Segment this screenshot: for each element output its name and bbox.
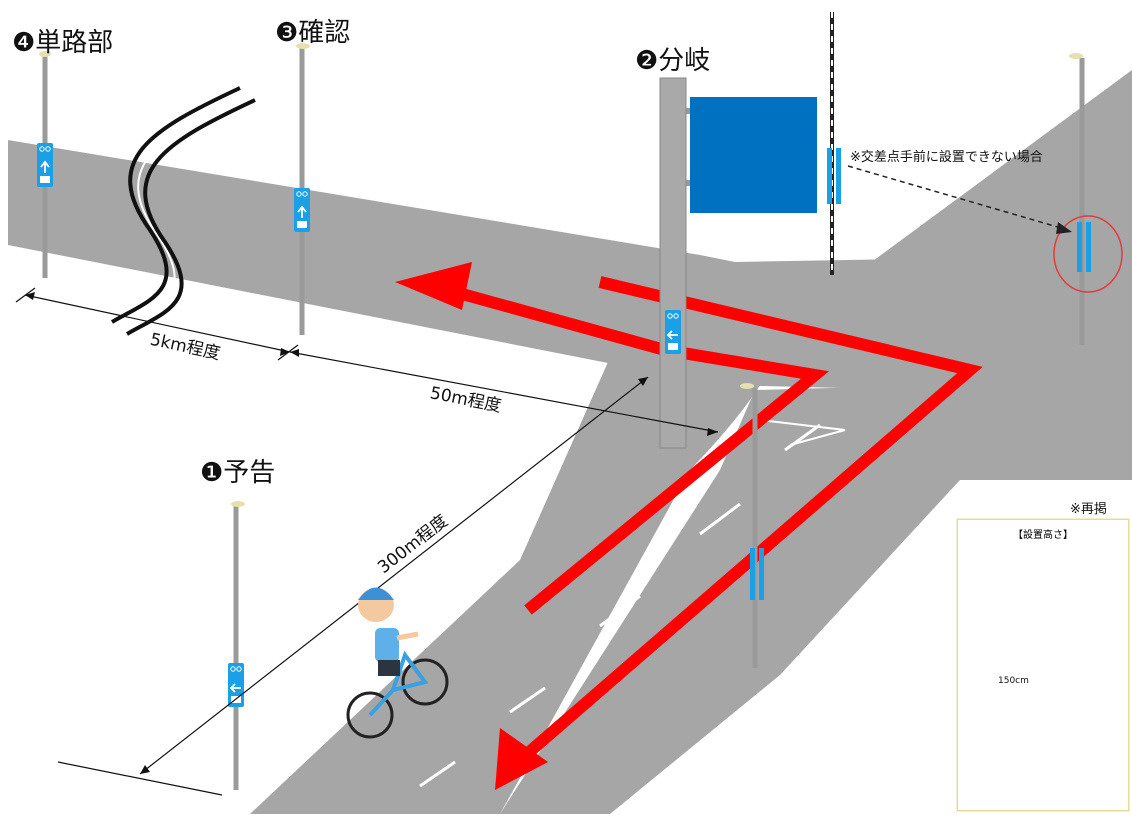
- route-arrow-1: [453, 286, 830, 615]
- sign-side-views: [750, 148, 1091, 600]
- arrow-head-down: [495, 728, 548, 790]
- overhead-sign-assembly: [659, 77, 817, 449]
- alt-pointer-head: [1056, 222, 1072, 234]
- pole-lamps: [39, 43, 1083, 507]
- inset-height-label: 150cm: [998, 676, 1029, 686]
- sign-section-3: [293, 187, 311, 233]
- alt-pointer: [847, 165, 1069, 231]
- inset-frame: 【設置高さ】: [957, 519, 1129, 811]
- label-section-4: ❹単路部: [12, 28, 114, 58]
- inset-title: 【設置高さ】: [1013, 530, 1073, 541]
- distance-break-icon: [110, 86, 256, 336]
- arrow-head-left: [395, 262, 472, 310]
- route-arrows: [453, 276, 983, 765]
- dimension-arrowheads: [25, 292, 718, 774]
- highlight-circle: [1053, 215, 1123, 293]
- label-alt-note: ※交差点手前に設置できない場合: [850, 150, 1043, 165]
- direction-board: [690, 97, 817, 213]
- sign-section-1: [227, 662, 245, 708]
- right-diagonal-road: [820, 70, 1132, 380]
- main-pole: [659, 77, 687, 449]
- label-section-3: ❸確認: [275, 18, 351, 48]
- sign-section-4: [36, 142, 54, 188]
- lane-markings: [419, 423, 821, 788]
- stop-line: [759, 419, 846, 446]
- label-section-2: ❷分岐: [635, 46, 711, 76]
- sign-turn-left: [664, 309, 682, 355]
- dimension-lines: [15, 287, 719, 796]
- label-repost: ※再掲: [1070, 502, 1107, 517]
- cyclist-illustration: [346, 587, 449, 739]
- side-road-right: [500, 380, 1132, 814]
- label-section-1: ❶予告: [200, 458, 276, 488]
- main-road: [8, 140, 1132, 395]
- route-arrow-2: [516, 276, 983, 765]
